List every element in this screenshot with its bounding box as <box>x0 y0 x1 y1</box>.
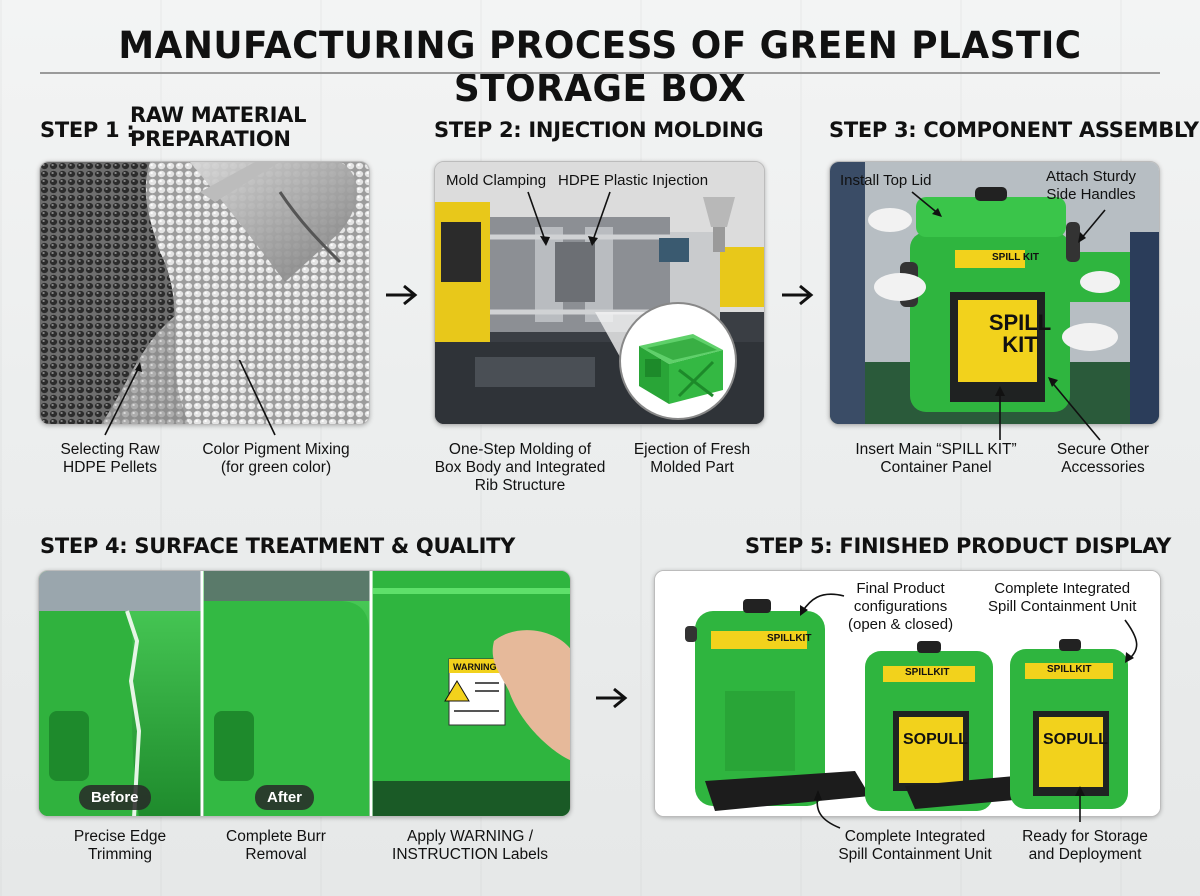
step-5-caption-integrated-unit: Complete Integrated Spill Containment Un… <box>838 828 992 863</box>
step-2-callout-hdpe-injection: HDPE Plastic Injection <box>558 172 709 189</box>
step-4-heading: STEP 4: SURFACE TREATMENT & QUALITY <box>40 534 516 558</box>
step-2-injection-machine-image <box>434 161 765 425</box>
step-1-heading: RAW MATERIAL PREPARATION <box>130 103 307 151</box>
step-5-pointer-lines <box>800 593 1138 829</box>
step-1-caption-pellets: Selecting Raw HDPE Pellets <box>60 441 160 476</box>
step-3-callout-side-handles: Attach Sturdy Side Handles <box>1046 168 1137 203</box>
unit-2-label: SPILLKIT <box>905 667 950 678</box>
unit-2-panel-label: SOPULL <box>903 731 968 748</box>
arrow-right-icon <box>782 284 814 306</box>
step-3-caption-secure-accessories: Secure Other Accessories <box>1056 441 1150 476</box>
step-3-pointer-lines <box>911 191 1106 441</box>
step-3-caption-insert-panel: Insert Main “SPILL KIT” Container Panel <box>855 441 1017 476</box>
step-1-heading-prefix: STEP 1 : <box>40 118 135 142</box>
step-5-product-image: SPILLKIT SPILLKIT SPILLKIT SOPULL SOPULL <box>654 570 1161 817</box>
step-2-caption-ejection: Ejection of Fresh Molded Part <box>633 441 751 476</box>
step-5-callout-integrated-unit: Complete Integrated Spill Containment Un… <box>988 580 1137 615</box>
step-2-caption-one-step-molding: One-Step Molding of Box Body and Integra… <box>434 441 606 494</box>
arrow-right-icon <box>386 284 418 306</box>
step-2-callout-mold-clamping: Mold Clamping <box>446 172 547 189</box>
unit-1-label: SPILLKIT <box>767 633 812 644</box>
step-3-callout-top-lid: Install Top Lid <box>840 172 932 189</box>
step-3-panel-label: SPILL KIT <box>988 310 1052 357</box>
step-4-caption-apply-labels: Apply WARNING / INSTRUCTION Labels <box>392 828 548 863</box>
step-5-caption-ready-storage: Ready for Storage and Deployment <box>1022 828 1148 863</box>
step-4-caption-edge-trimming: Precise Edge Trimming <box>73 828 167 863</box>
step-1-caption-pigment: Color Pigment Mixing (for green color) <box>202 441 350 476</box>
step-2-heading: STEP 2: INJECTION MOLDING <box>434 118 764 142</box>
after-tag: After <box>255 785 315 810</box>
step-2-pointer-lines <box>527 191 611 246</box>
warning-label-text: WARNING <box>453 662 497 672</box>
before-tag: Before <box>79 785 151 810</box>
unit-3-label: SPILLKIT <box>1047 664 1092 675</box>
step-5-callout-final-configs: Final Product configurations (open & clo… <box>848 580 954 633</box>
title-divider <box>40 72 1160 74</box>
molded-part-inset <box>619 302 737 420</box>
step-1-pointer-lines <box>104 360 276 436</box>
step-1-pellets-image <box>39 161 370 425</box>
step-3-lid-label: SPILL KIT <box>992 252 1040 263</box>
step-5-heading: STEP 5: FINISHED PRODUCT DISPLAY <box>745 534 1172 558</box>
unit-3-panel-label: SOPULL <box>1043 731 1108 748</box>
step-3-assembly-image: SPILL KIT SPILL KIT <box>829 161 1160 425</box>
step-4-surface-image: WARNING Before After <box>38 570 571 817</box>
page-title: MANUFACTURING PROCESS OF GREEN PLASTIC S… <box>118 24 1082 110</box>
step-4-caption-burr-removal: Complete Burr Removal <box>226 828 326 863</box>
step-3-heading: STEP 3: COMPONENT ASSEMBLY <box>829 118 1199 142</box>
arrow-right-icon <box>596 687 628 709</box>
